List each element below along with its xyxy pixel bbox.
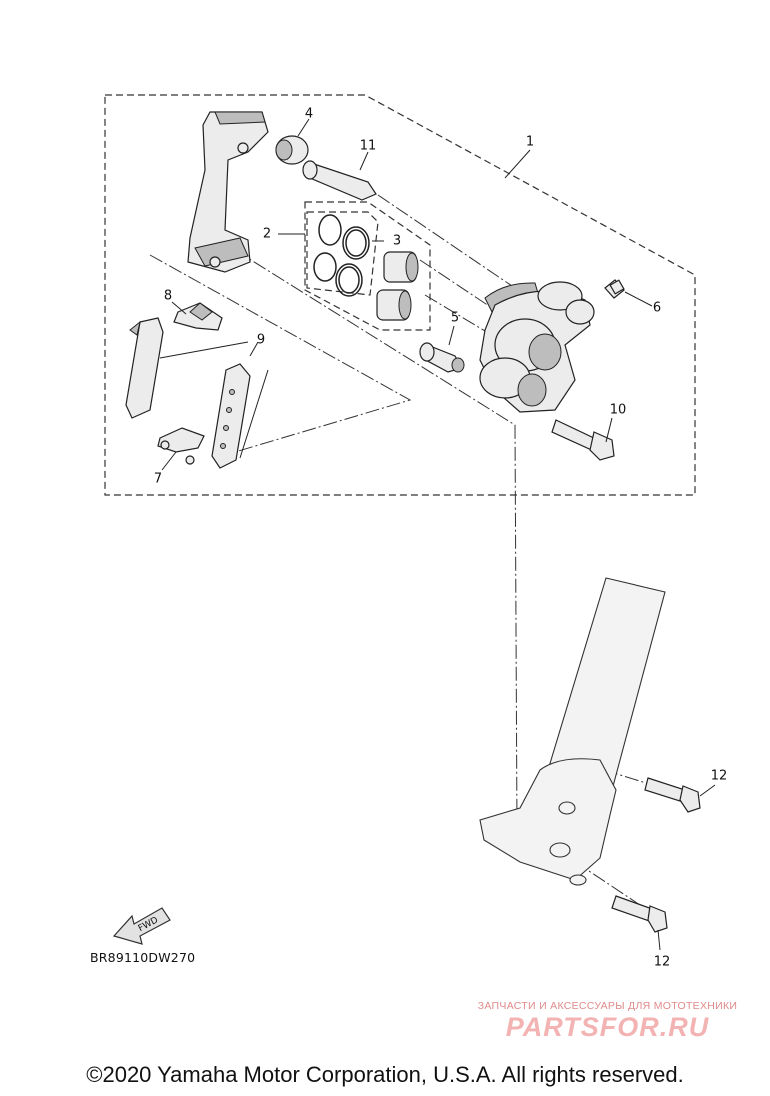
slide-pin (302, 160, 377, 201)
assembly-boundary (104, 94, 696, 496)
rubber-boot (275, 135, 309, 165)
callout-12-lower: 12 (653, 954, 671, 970)
centerline (234, 249, 518, 831)
centerline (149, 254, 412, 456)
callout-leaders (159, 118, 716, 951)
callout-9: 9 (256, 332, 266, 348)
front-fork-leg (479, 577, 666, 886)
callout-2: 2 (262, 226, 272, 242)
callout-6: 6 (652, 300, 662, 316)
piston-seal-box (306, 211, 379, 296)
diagram-code: BR89110DW270 (90, 950, 196, 965)
caliper-body (479, 281, 595, 413)
caliper-pistons (376, 251, 419, 321)
callout-7: 7 (153, 471, 163, 487)
axle-clamp-bolt-upper (644, 777, 701, 813)
watermark-brand: PARTSFOR.RU (505, 1012, 710, 1042)
copyright-footer: ©2020 Yamaha Motor Corporation, U.S.A. A… (86, 1062, 684, 1087)
pad-spring-lower (157, 427, 205, 465)
piston-seals (313, 214, 370, 297)
callout-1: 1 (525, 134, 535, 150)
brake-pad-right (211, 363, 251, 469)
callout-11: 11 (359, 138, 377, 154)
brake-pad-left (125, 317, 164, 419)
bleed-screw (604, 279, 625, 299)
callout-12-upper: 12 (710, 768, 728, 784)
seal-kit-boundary (304, 201, 431, 331)
forward-arrow-icon: FWD (112, 907, 171, 945)
slide-pin-lower (419, 342, 465, 373)
watermark: ЗАПЧАСТИ И АКСЕССУАРЫ ДЛЯ МОТОТЕХНИКИ PA… (455, 1000, 760, 1042)
pad-spring-upper (173, 302, 223, 331)
callout-3: 3 (392, 233, 402, 249)
caliper-bolt (551, 419, 615, 461)
watermark-tagline: ЗАПЧАСТИ И АКСЕССУАРЫ ДЛЯ МОТОТЕХНИКИ (477, 1000, 738, 1012)
axle-clamp-bolt-lower (611, 895, 668, 933)
callout-8: 8 (163, 288, 173, 304)
caliper-bracket (187, 111, 269, 273)
callout-5: 5 (450, 310, 460, 326)
callout-10: 10 (609, 402, 627, 418)
callout-4: 4 (304, 106, 314, 122)
